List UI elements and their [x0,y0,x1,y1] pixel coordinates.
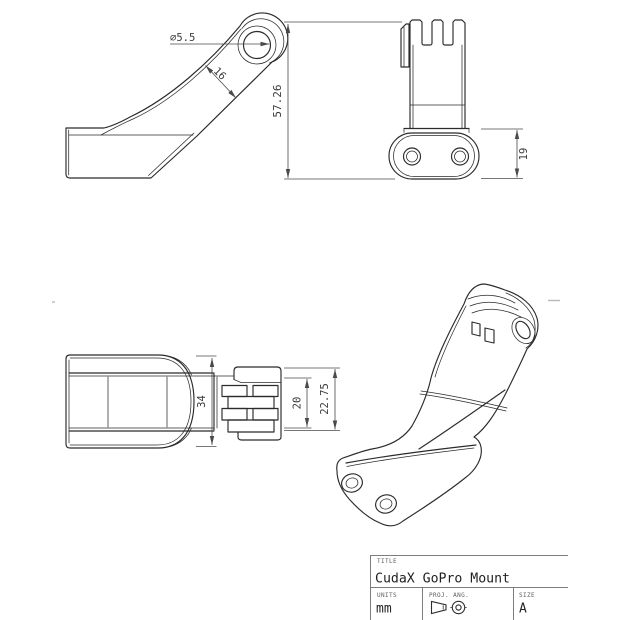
iso-silhouette [336,283,539,527]
side-view-hole [242,30,272,60]
dimension-arm-width: 16 [205,65,237,99]
dim-base-height-label: 19 [518,148,530,161]
front-view-prongs [409,19,466,129]
drawing-title: CudaX GoPro Mount [375,572,510,587]
title-block: TITLE CudaX GoPro Mount UNITS mm PROJ. A… [370,555,568,620]
side-view-outline [65,12,289,179]
dim-arm-width-label: 16 [211,65,228,82]
units-value: mm [376,602,392,617]
top-view-base [65,354,195,449]
dim-overall-height-label: 57.26 [271,84,284,117]
title-label: TITLE [377,558,397,565]
iso-base-left-hole [341,473,363,493]
iso-base-right-hole [375,494,397,514]
side-view: ⌀5.5 16 [65,12,289,179]
front-view-right-hole [450,147,470,166]
dimension-overall-height: 57.26 [271,21,402,180]
dim-prong-width-label: 20 [292,397,304,410]
dimension-base-height: 19 [481,128,530,179]
dimension-hole-diameter: ⌀5.5 [170,32,270,47]
dim-prong-overall-label: 22.75 [319,383,331,415]
iso-boss-hole [515,320,531,340]
units-label: UNITS [377,592,397,599]
dim-base-width-label: 34 [196,395,208,408]
front-view: 19 [388,19,530,180]
dimension-prong-overall: 22.75 [284,367,340,431]
dimension-prong-width: 20 [284,377,312,429]
dimension-base-width: 34 [196,355,217,447]
top-view-prongs [221,366,282,441]
third-angle-projection-icon [430,600,467,615]
dim-hole-diameter-label: ⌀5.5 [170,32,195,44]
isometric-view [336,283,539,527]
size-label: SIZE [519,592,535,599]
front-view-left-hole [402,147,422,166]
front-view-base [388,132,480,180]
proj-angle-label: PROJ. ANG. [429,592,469,599]
size-value: A [519,602,527,617]
top-view: 34 20 22.75 [65,354,340,449]
